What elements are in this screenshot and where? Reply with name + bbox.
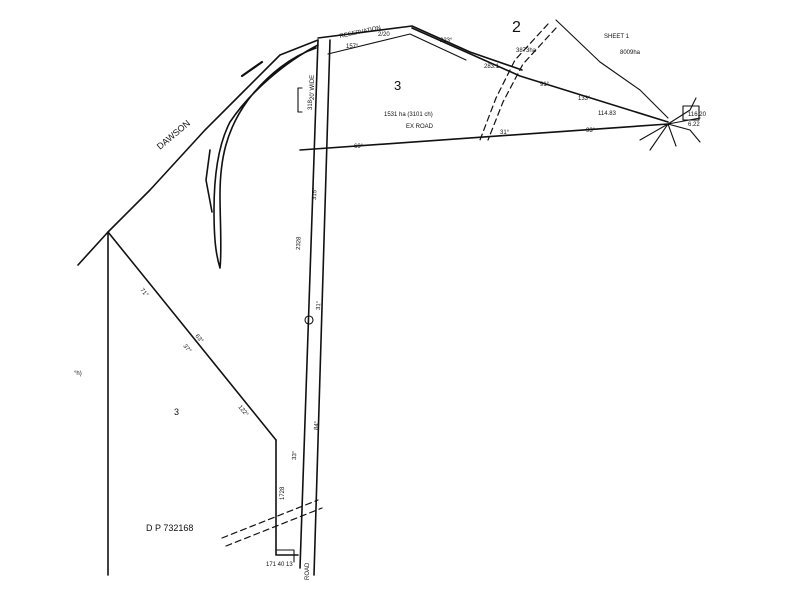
reservation-label: RESERVATION (339, 25, 381, 40)
left-fragment-label: °h) (74, 371, 82, 377)
lot3-upper-south-boundary (299, 123, 669, 151)
dim-left-1: 318 (308, 99, 314, 110)
dim-top-8: 93° (586, 128, 596, 134)
sheet-boundary (555, 19, 669, 119)
left-bracket-mark (297, 87, 303, 113)
dim-bottom-1: 171 40 13 (266, 562, 293, 568)
vertical-road-east-line (313, 39, 331, 576)
dim-vert-1: 315° (312, 187, 318, 200)
dim-top-1: 223° (440, 38, 453, 44)
dawson-road-small-mark (240, 60, 264, 78)
lot2-dashed-boundary-b (487, 27, 557, 141)
dim-right-1: 114.83 (598, 111, 617, 117)
dawson-road-inner-curve (213, 44, 319, 269)
east-corner-marks (639, 97, 701, 151)
dim-top-9: 69° (354, 144, 364, 150)
dim-diag-1: 71° (138, 287, 149, 298)
dim-vert-4: 2328 (296, 236, 302, 250)
dim-diag-3: 37° (181, 343, 192, 354)
bottom-dashed-crossing-b (225, 507, 323, 547)
deposited-plan-number: D P 732168 (146, 523, 193, 533)
road-bottom-label: ROAD (305, 562, 311, 580)
lot2-area-a: 3873ha (516, 48, 537, 54)
dim-left-2: 1728 (280, 486, 286, 500)
dim-vert-2: 31° (316, 300, 322, 310)
reservation-road-north-line (317, 25, 523, 71)
dim-vert-5: 33° (292, 450, 298, 460)
lot3-lower-east-boundary (275, 439, 299, 556)
dawson-road-label: DAWSON (155, 118, 192, 151)
dim-vert-3: 84° (314, 420, 320, 430)
dim-diag-4: 122° (236, 404, 249, 418)
vertical-road-west-line (299, 39, 319, 569)
reservation-road-south-line (327, 33, 467, 61)
lot2-dashed-boundary-a (479, 23, 549, 141)
road-width-label: 20' WIDE (310, 75, 316, 100)
dawson-road-stub (205, 149, 213, 213)
lot3-upper-area: 1531 ha (3101 ch) (384, 112, 433, 118)
lot-number-3-lower: 3 (174, 407, 179, 417)
lot3-upper-ex-road: EX ROAD (406, 124, 434, 130)
dim-diag-2: 63° (193, 333, 204, 344)
lot-number-2: 2 (512, 19, 521, 36)
lot2-area-b: 8009ha (620, 50, 641, 56)
lower-small-box (275, 549, 295, 563)
dim-top-4: 283.1 (484, 64, 500, 70)
dim-top-5: 91° (540, 82, 550, 88)
dim-top-6: 133° (578, 96, 591, 102)
top-diagonal-boundary (411, 27, 669, 123)
dawson-road-outer-boundary (77, 39, 319, 266)
lot3-lower-diagonal-boundary (107, 231, 277, 441)
lot-number-3-upper: 3 (394, 78, 401, 93)
bottom-dashed-crossing-a (221, 499, 319, 539)
dim-top-7: 31° (500, 130, 510, 136)
dim-top-2: 157° (346, 44, 359, 50)
dim-right-2: 116.20 (688, 112, 707, 118)
dim-right-3: 6.22 (688, 122, 700, 128)
road-survey-mark (304, 315, 314, 325)
sheet-label: SHEET 1 (604, 34, 630, 40)
east-corner-box (682, 105, 700, 121)
dim-top-3: 2/20 (378, 32, 390, 38)
